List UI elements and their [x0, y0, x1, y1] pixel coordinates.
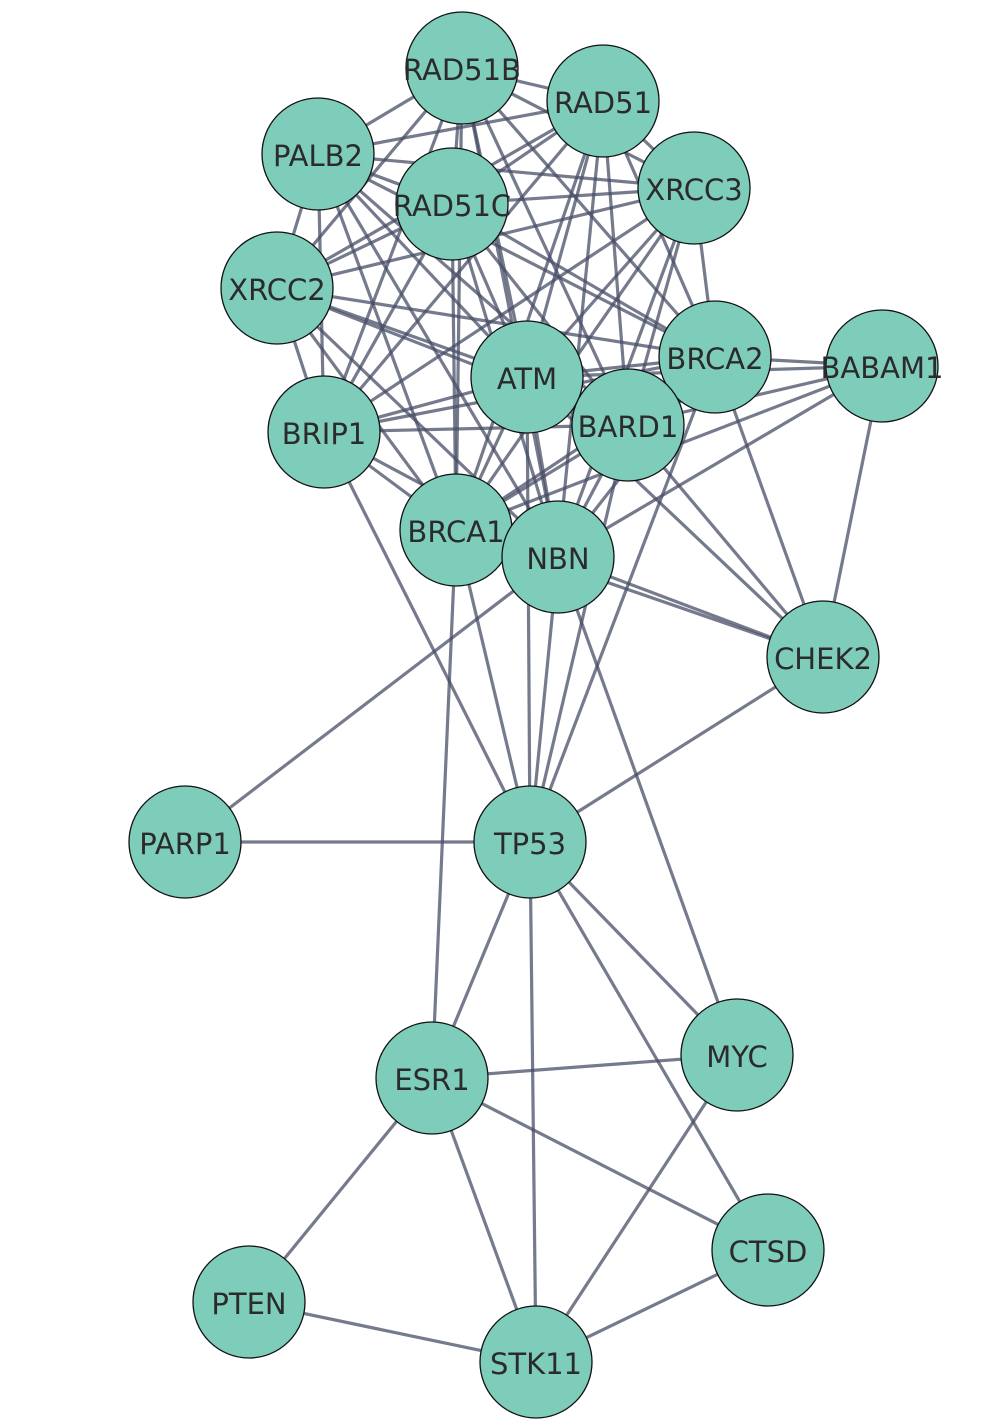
node-label: BRCA1: [407, 515, 504, 549]
edge-rad51-brca1: [454, 100, 605, 531]
node-tp53[interactable]: TP53: [473, 785, 587, 899]
node-circle: [375, 1021, 489, 1135]
node-xrcc2[interactable]: XRCC2: [220, 231, 334, 345]
node-label: BARD1: [578, 410, 679, 444]
node-circle: [825, 309, 939, 423]
node-bard1[interactable]: BARD1: [571, 368, 685, 482]
node-circle: [261, 97, 375, 211]
node-rad51b[interactable]: RAD51B: [403, 11, 521, 125]
node-pten[interactable]: PTEN: [192, 1245, 306, 1359]
node-babam1[interactable]: BABAM1: [821, 309, 944, 423]
node-atm[interactable]: ATM: [470, 320, 584, 434]
node-stk11[interactable]: STK11: [479, 1305, 593, 1419]
node-label: MYC: [706, 1040, 767, 1074]
node-xrcc3[interactable]: XRCC3: [637, 131, 751, 245]
node-circle: [405, 11, 519, 125]
node-circle: [637, 131, 751, 245]
edge-palb2-xrcc3: [317, 152, 695, 190]
edge-tp53-atm: [525, 376, 532, 843]
node-circle: [192, 1245, 306, 1359]
node-label: TP53: [493, 827, 566, 861]
node-rad51c[interactable]: RAD51C: [393, 147, 511, 261]
node-nbn[interactable]: NBN: [501, 500, 615, 614]
node-circle: [267, 375, 381, 489]
node-brca1[interactable]: BRCA1: [399, 473, 513, 587]
edge-tp53-ctsd: [528, 841, 770, 1251]
node-label: STK11: [490, 1347, 582, 1381]
node-circle: [711, 1193, 825, 1307]
node-parp1[interactable]: PARP1: [128, 785, 242, 899]
edge-tp53-bard1: [528, 424, 630, 843]
edge-rad51b-brca1: [454, 67, 464, 531]
node-circle: [470, 320, 584, 434]
edge-rad51b-nbn: [460, 67, 560, 558]
node-circle: [766, 600, 880, 714]
node-label: BRIP1: [282, 417, 367, 451]
node-brip1[interactable]: BRIP1: [267, 375, 381, 489]
node-label: PTEN: [211, 1287, 286, 1321]
node-circle: [473, 785, 587, 899]
edge-palb2-brca1: [316, 153, 458, 531]
node-esr1[interactable]: ESR1: [375, 1021, 489, 1135]
node-label: CHEK2: [774, 642, 872, 676]
edge-tp53-brip1: [322, 431, 532, 843]
node-label: CTSD: [729, 1235, 808, 1269]
node-label: RAD51: [554, 86, 652, 120]
node-rad51[interactable]: RAD51: [546, 44, 660, 158]
node-circle: [658, 300, 772, 414]
node-label: BABAM1: [821, 351, 944, 385]
node-circle: [501, 500, 615, 614]
node-circle: [220, 231, 334, 345]
node-label: XRCC3: [645, 173, 743, 207]
node-circle: [571, 368, 685, 482]
edge-rad51b-bard1: [460, 67, 630, 426]
node-circle: [479, 1305, 593, 1419]
node-label: RAD51C: [393, 189, 511, 223]
edge-chek2-tp53: [529, 655, 824, 844]
node-label: PALB2: [273, 139, 363, 173]
node-label: PARP1: [139, 827, 231, 861]
node-label: XRCC2: [228, 273, 326, 307]
edge-esr1-brca1: [430, 529, 458, 1079]
node-label: BRCA2: [666, 342, 763, 376]
edge-xrcc2-nbn: [275, 286, 560, 559]
edge-tp53-stk11: [528, 841, 538, 1363]
edge-parp1-nbn: [184, 555, 559, 844]
node-palb2[interactable]: PALB2: [261, 97, 375, 211]
edge-esr1-ctsd: [431, 1076, 769, 1252]
node-circle: [680, 998, 794, 1112]
node-label: ESR1: [394, 1063, 469, 1097]
node-circle: [395, 147, 509, 261]
node-label: ATM: [497, 362, 557, 396]
node-myc[interactable]: MYC: [680, 998, 794, 1112]
edge-myc-stk11: [534, 1054, 739, 1363]
edge-babam1-nbn: [557, 364, 883, 559]
edge-rad51-nbn: [556, 100, 605, 558]
edge-rad51b-brip1: [322, 67, 464, 433]
node-label: RAD51B: [403, 53, 521, 87]
node-circle: [128, 785, 242, 899]
node-label: NBN: [526, 542, 589, 576]
node-circle: [546, 44, 660, 158]
node-chek2[interactable]: CHEK2: [766, 600, 880, 714]
edge-myc-nbn: [556, 556, 739, 1056]
node-brca2[interactable]: BRCA2: [658, 300, 772, 414]
edge-xrcc2-brca2: [276, 286, 716, 359]
node-ctsd[interactable]: CTSD: [711, 1193, 825, 1307]
edge-tp53-brca2: [528, 356, 717, 843]
edge-palb2-brca2: [317, 152, 716, 359]
